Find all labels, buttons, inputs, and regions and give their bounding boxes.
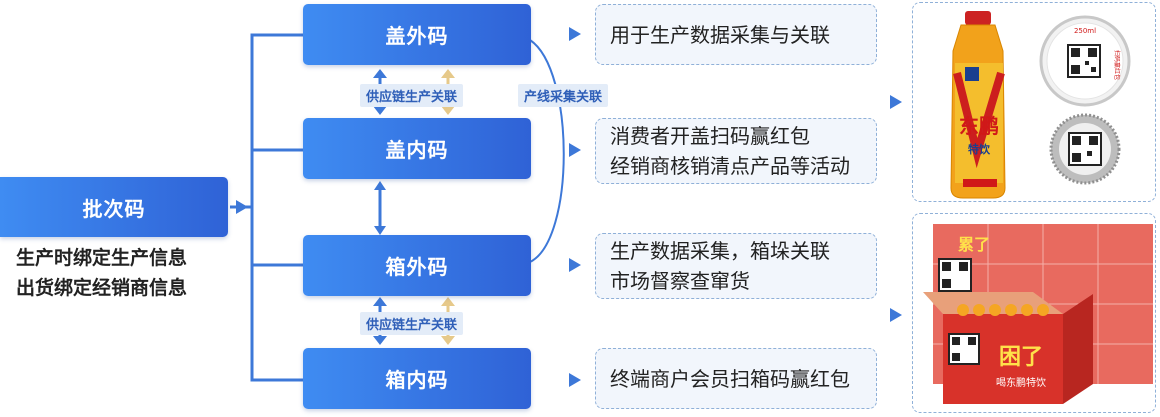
description-line: 经销商核销清点产品等活动 — [610, 154, 850, 178]
box-inner-code-label: 箱内码 — [385, 368, 449, 392]
batch-code-box: 批次码 — [0, 177, 228, 237]
production-line-arc — [529, 39, 565, 263]
carton-tagline: 喝东鹏特饮 — [996, 376, 1046, 389]
arrow-icon — [569, 258, 581, 272]
cap-ring-text-1: 250ml — [1074, 27, 1096, 35]
arrow-icon — [890, 308, 902, 322]
supply-bottom-tan-down — [441, 336, 455, 345]
arrow-icon — [890, 95, 902, 109]
description-box-cap-outer: 用于生产数据采集与关联 — [595, 4, 877, 65]
supply-top-blue-up — [373, 69, 387, 78]
batch-description: 生产时绑定生产信息 出货绑定经销商信息 — [16, 243, 187, 303]
cap-inner-code-box: 盖内码 — [303, 118, 531, 179]
production-line-tag: 产线采集关联 — [518, 84, 609, 107]
description-line: 消费者开盖扫码赢红包 — [610, 124, 810, 148]
arrow-icon — [569, 27, 581, 41]
supply-bottom-tan-up — [441, 297, 455, 306]
batch-arrow-icon — [236, 200, 248, 214]
arrow-down-head — [374, 226, 386, 235]
box-outer-code-label: 箱外码 — [385, 255, 449, 279]
cap-outer-code-label: 盖外码 — [385, 24, 449, 48]
supply-top-tan-down — [441, 106, 455, 115]
cap-outer-code-box: 盖外码 — [303, 4, 531, 65]
carton-brand: 困了 — [999, 345, 1043, 370]
box-inner-code-box: 箱内码 — [303, 348, 531, 409]
batch-desc-line: 出货绑定经销商信息 — [16, 277, 188, 299]
description-line: 终端商户会员扫箱码赢红包 — [610, 366, 850, 391]
cap-inner-code-label: 盖内码 — [385, 138, 449, 162]
supply-bottom-blue-up — [373, 297, 387, 306]
bottle-brand-1: 东鹏 — [959, 114, 999, 138]
supply-bottom-blue-down — [373, 336, 387, 345]
description-line: 市场督察查窜货 — [610, 269, 750, 293]
box-outer-code-box: 箱外码 — [303, 235, 531, 296]
batch-code-label: 批次码 — [82, 196, 146, 221]
bottle-brand-2: 特饮 — [968, 142, 991, 156]
carton-image-box: 累了 困了 喝东鹏特饮 — [912, 213, 1156, 413]
cap-ring-text-2: 扫码赢红包 — [1113, 50, 1121, 80]
arrow-up-head — [374, 181, 386, 190]
description-line: 生产数据采集，箱垛关联 — [610, 239, 830, 263]
description-line: 用于生产数据采集与关联 — [610, 22, 830, 47]
batch-desc-line: 生产时绑定生产信息 — [16, 247, 188, 269]
carton-illustration: 累了 困了 喝东鹏特饮 — [923, 224, 1153, 404]
supply-top-tan-up — [441, 69, 455, 78]
arrow-icon — [569, 373, 581, 387]
arrow-icon — [569, 143, 581, 157]
stack-text: 累了 — [958, 235, 990, 254]
supply-top-blue-down — [373, 106, 387, 115]
description-box-cap-inner: 消费者开盖扫码赢红包 经销商核销清点产品等活动 — [595, 118, 877, 184]
bottle-image-box: 东鹏 特饮 250ml 扫码赢红包 — [912, 2, 1156, 202]
code-bracket — [250, 33, 303, 382]
supply-chain-tag-top: 供应链生产关联 — [360, 84, 464, 107]
description-box-box-outer: 生产数据采集，箱垛关联 市场督察查窜货 — [595, 233, 877, 299]
supply-chain-tag-bottom: 供应链生产关联 — [360, 312, 464, 335]
bottle-illustration: 东鹏 特饮 250ml 扫码赢红包 — [950, 11, 1131, 199]
description-box-box-inner: 终端商户会员扫箱码赢红包 — [595, 348, 877, 409]
